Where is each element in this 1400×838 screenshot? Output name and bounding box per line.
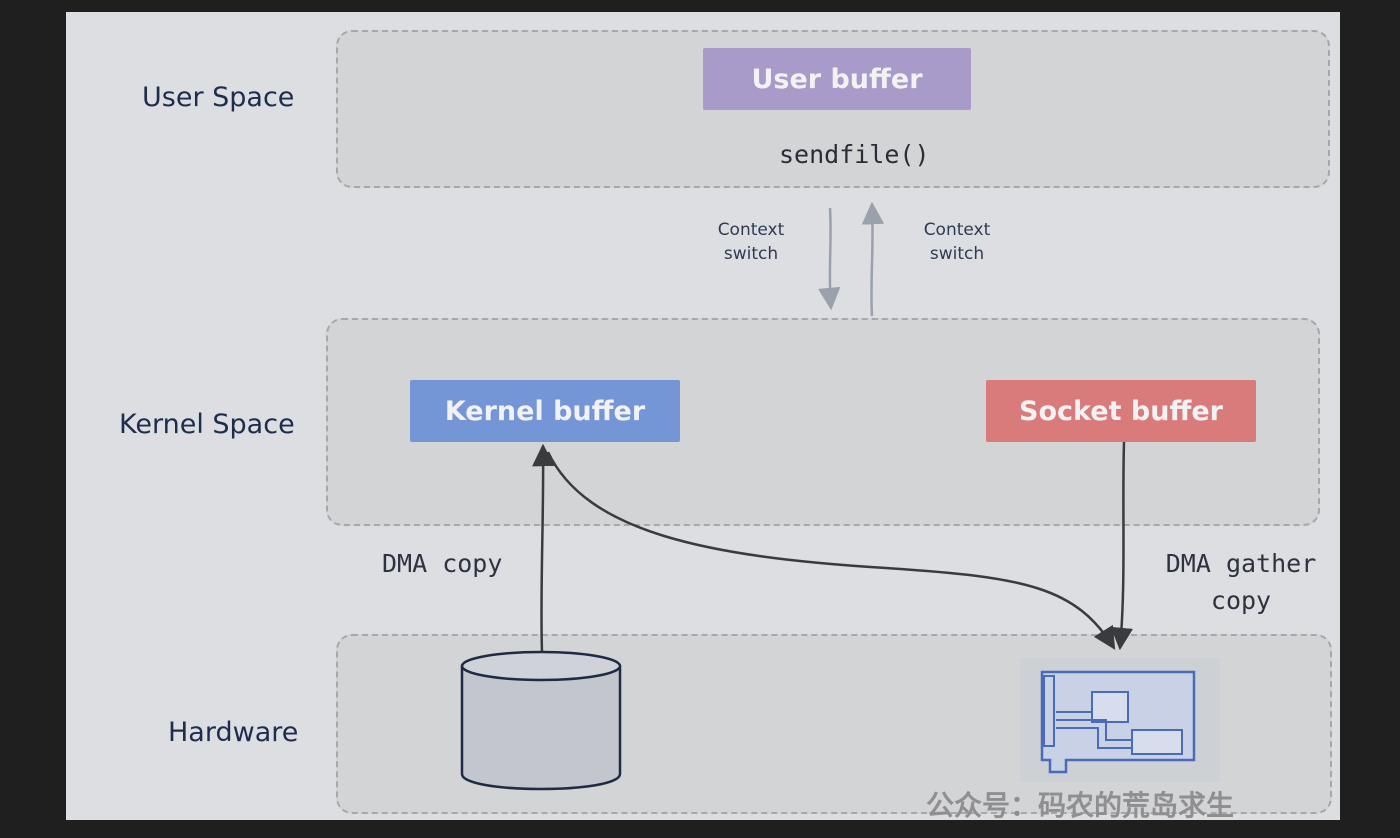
kernel-space-label: Kernel Space xyxy=(119,409,295,440)
kernel-buffer: Kernel buffer xyxy=(410,380,680,442)
socket-buffer: Socket buffer xyxy=(986,380,1256,442)
user-buffer: User buffer xyxy=(703,48,971,110)
disk-icon xyxy=(460,650,622,791)
context-switch-down-label: Context switch xyxy=(706,218,796,266)
diagram-canvas: User Space Kernel Space Hardware User bu… xyxy=(66,12,1340,822)
context-switch-up-label: Context switch xyxy=(912,218,1002,266)
diagram-graphics xyxy=(460,201,1220,791)
context-switch-up-arrow xyxy=(861,201,885,317)
context-switch-down-arrow xyxy=(818,207,841,311)
hardware-label: Hardware xyxy=(168,717,299,748)
watermark: 公众号：码农的荒岛求生 xyxy=(926,789,1235,822)
network-card-icon xyxy=(1020,658,1220,782)
dma-gather-copy-label: DMA gather copy xyxy=(1156,545,1326,619)
dma-copy-label: DMA copy xyxy=(382,549,503,578)
sendfile-call-label: sendfile() xyxy=(779,140,930,169)
dma-gather-line1: DMA gather xyxy=(1165,549,1317,578)
dma-gather-line2: copy xyxy=(1210,586,1272,615)
dma-gather-arrow xyxy=(1110,441,1134,651)
dma-copy-arrow xyxy=(532,443,555,653)
context-switch-up-line1: Context xyxy=(923,220,991,240)
user-space-label: User Space xyxy=(142,82,295,113)
context-switch-up-line2: switch xyxy=(929,244,985,264)
descriptor-curve-arrow xyxy=(546,451,1116,650)
context-switch-down-line1: Context xyxy=(717,220,785,240)
context-switch-down-line2: switch xyxy=(723,244,779,264)
